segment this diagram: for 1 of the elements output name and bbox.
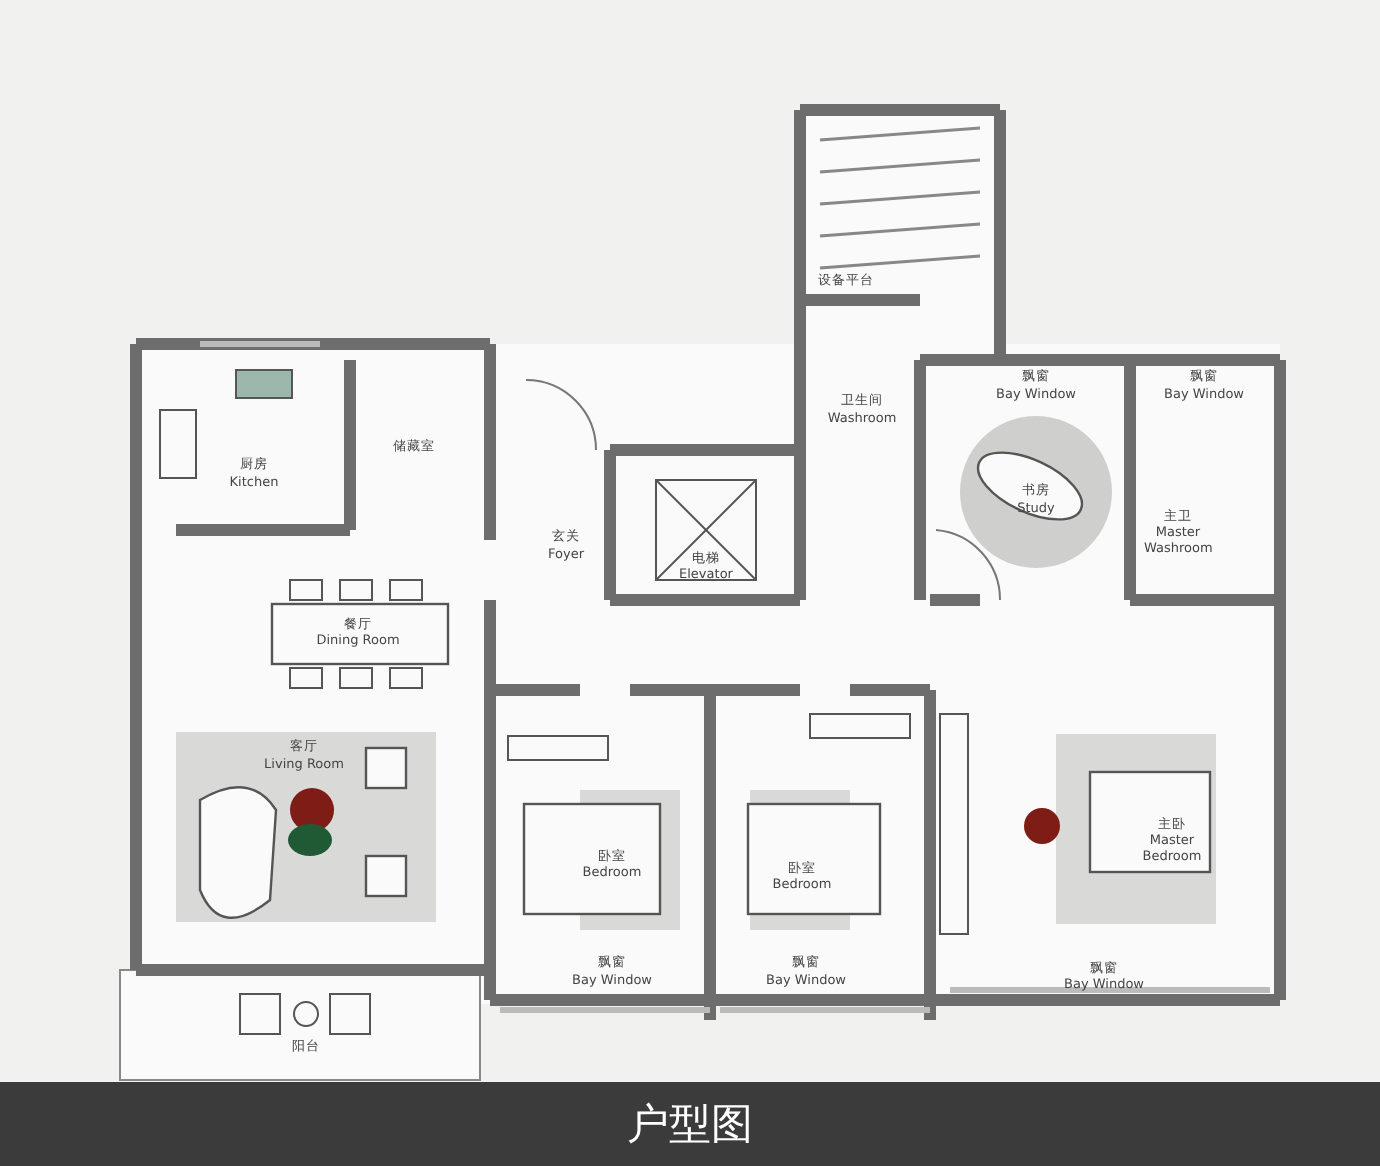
caption-bar: 户型图	[0, 1082, 1380, 1166]
